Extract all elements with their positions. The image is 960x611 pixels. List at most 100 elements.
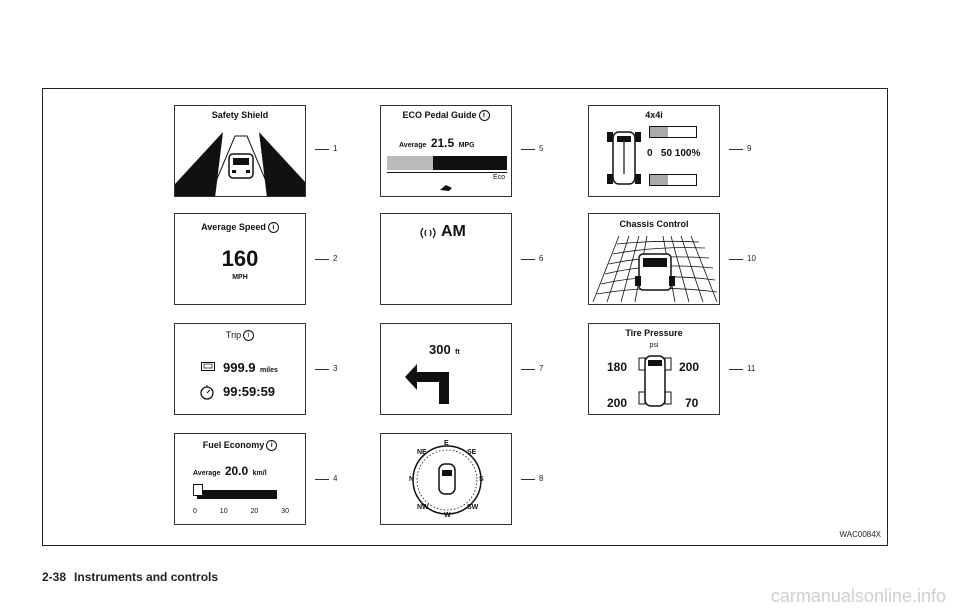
callout-number: 3 [333,364,338,373]
tire-rear-right: 70 [685,396,699,410]
panel-safety-shield: Safety Shield [174,105,306,197]
tire-vehicle-graphic [638,355,672,407]
compass-label: SE [467,449,477,456]
foot-pedal-icon [440,185,452,191]
eco-average: Average 21.5 MPG [399,134,475,152]
awd-vehicle-graphic [607,131,641,185]
title-text: ECO Pedal Guide [402,110,477,120]
turn-distance: 300 ft [429,341,460,359]
page-footer: 2-38 Instruments and controls [42,570,218,584]
leader-line [729,259,743,260]
leader-line [315,479,329,480]
panel-chassis-control: Chassis Control [588,213,720,305]
page-number: 2-38 [42,570,67,584]
panel-title: Safety Shield [211,110,269,120]
speed-value: 160 [221,246,259,271]
compass-label: N [409,476,415,483]
fuel-scale: 0 10 20 30 [193,508,289,515]
compass-label: S [479,476,484,483]
average-label: Average [193,470,221,477]
distance-unit: miles [260,367,278,374]
watermark: carmanualsonline.info [770,586,946,606]
tire-front-right: 200 [679,360,700,374]
fuel-value: 20.0 [224,464,249,478]
distance-value: 300 [429,342,451,357]
odometer-icon [201,362,215,371]
callout-number: 11 [747,364,756,373]
scale-tick: 20 [250,508,259,515]
pressure-unit: psi [649,342,659,349]
callout-number: 10 [747,254,756,263]
panel-title: 4x4i [645,110,663,120]
info-icon: i [267,222,279,234]
panel-tire-pressure: Tire Pressure psi 180 200 200 70 [588,323,720,415]
leader-line [315,259,329,260]
eco-scale-line [387,172,507,173]
chassis-grid-graphic [592,235,718,303]
panel-navigation: 300 ft [380,323,512,415]
callout-number: 6 [539,254,544,263]
compass-label: NW [417,504,429,511]
panel-audio-am: AM [380,213,512,305]
compass-label: NE [417,449,427,456]
stopwatch-icon [200,385,214,400]
callout-number: 4 [333,474,338,483]
section-title: Instruments and controls [74,570,219,584]
callout-number: 5 [539,144,544,153]
callout-number: 2 [333,254,338,263]
torque-bar-front [649,126,697,138]
callout-number: 1 [333,144,338,153]
radio-wave-icon [420,227,436,239]
speed-unit: MPH [232,274,248,281]
audio-source: AM [441,223,466,240]
fuel-bar [197,490,277,499]
leader-line [521,149,535,150]
callout-number: 7 [539,364,544,373]
average-label: Average [399,142,427,149]
panel-4x4i: 4x4i 0 50 100% [588,105,720,197]
figure-code: WAC0084X [839,530,882,539]
panel-compass: E SE S SW W NW N NE [380,433,512,525]
fuel-average: Average 20.0 km/l [193,462,267,480]
tire-rear-left: 200 [607,396,628,410]
panel-title: Tire Pressure [625,328,683,338]
fuel-bar-marker [193,484,203,496]
trip-time: 99:59:59 [223,384,276,399]
torque-scale: 0 50 100% [647,148,701,159]
compass-label: E [444,440,449,447]
panel-title: Chassis Control [619,219,689,229]
leader-line [521,369,535,370]
leader-line [521,259,535,260]
safety-shield-graphic [175,132,305,196]
eco-bar-light [387,156,433,170]
leader-line [315,149,329,150]
callout-number: 8 [539,474,544,483]
title-text: Fuel Economy [202,440,265,450]
scale-tick: 0 [193,508,197,515]
leader-line [729,369,743,370]
eco-unit: MPG [458,142,475,149]
eco-value: 21.5 [430,136,455,150]
leader-line [315,369,329,370]
distance-unit: ft [455,349,460,356]
turn-left-arrow-icon [405,364,449,404]
trip-distance: 999.9 miles [223,359,278,377]
tire-front-left: 180 [607,360,628,374]
torque-bar-rear [649,174,697,186]
info-icon: i [243,330,255,342]
callout-number: 9 [747,144,752,153]
distance-value: 999.9 [223,360,256,375]
compass-label: W [444,512,451,519]
info-icon: i [478,110,490,122]
fuel-unit: km/l [252,470,267,477]
eco-bar-dark [433,156,507,170]
